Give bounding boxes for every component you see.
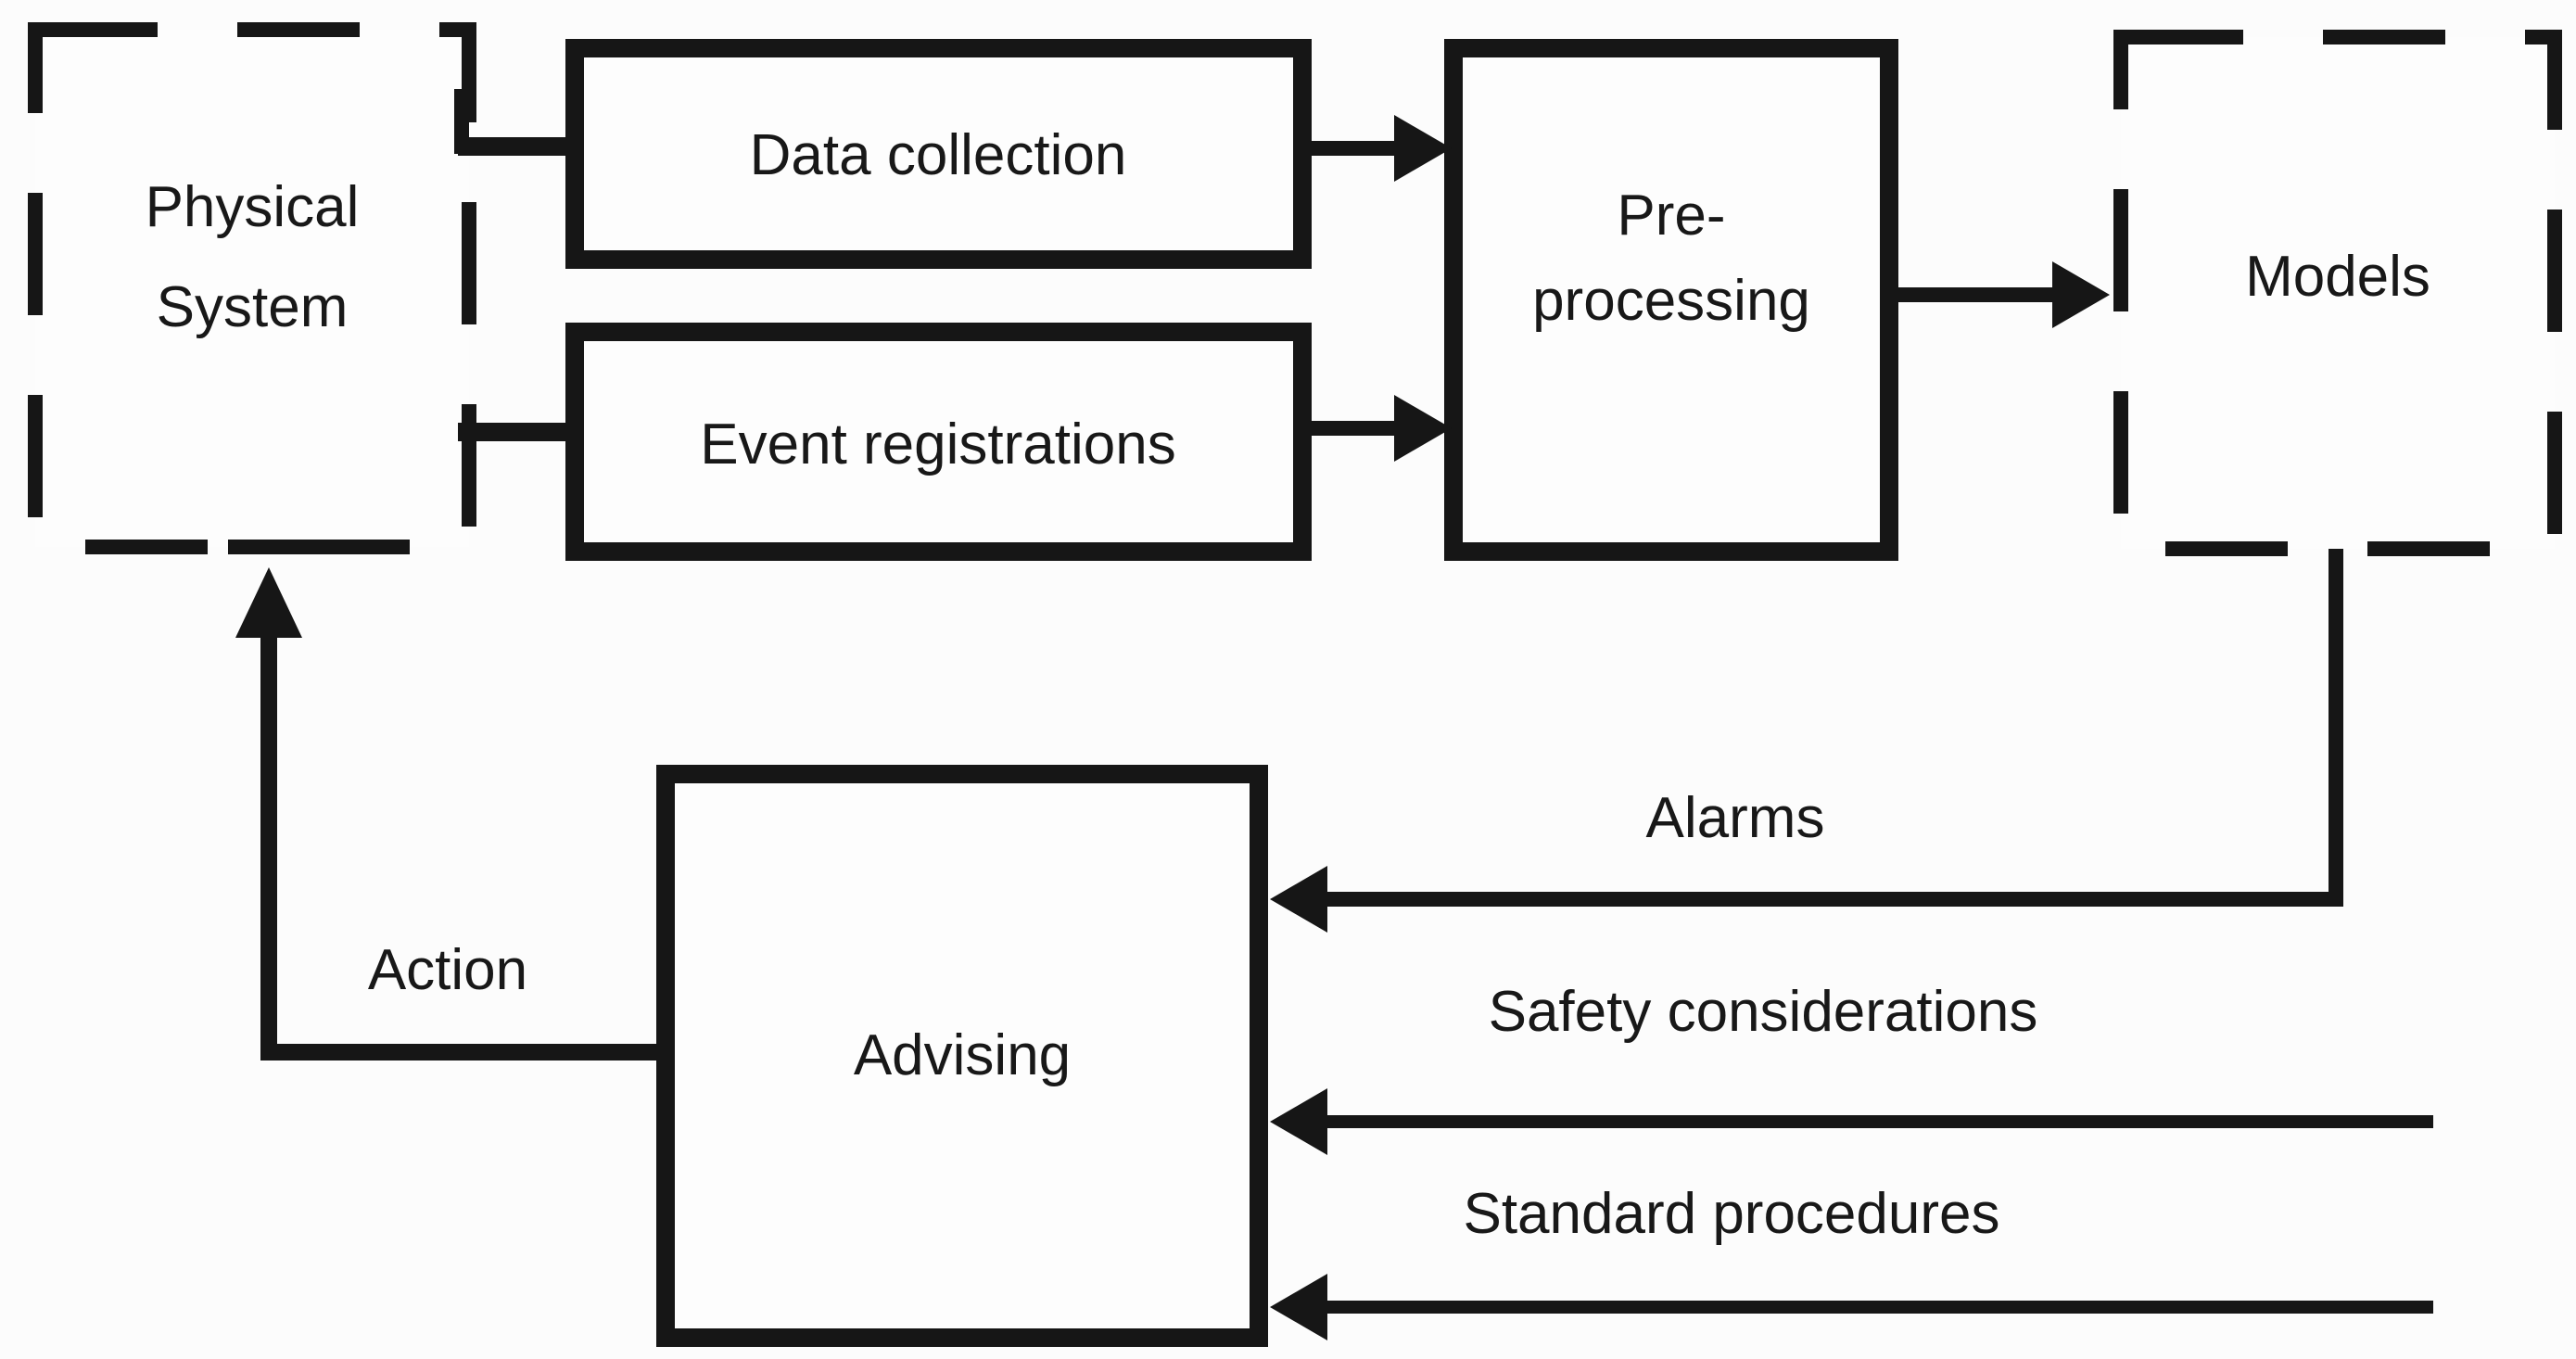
arrowhead-alarms [1270,866,1327,933]
arrowhead-action [235,567,302,638]
physical-system-border-dash [228,540,310,554]
models-box [2113,30,2562,556]
physical-system-border-tick [454,89,469,154]
arrowhead-standard [1270,1274,1327,1340]
pre-processing-label-line1: Pre- [1617,184,1725,248]
data-collection-box [565,39,1312,269]
safety-considerations-edge-label: Safety considerations [1489,980,2038,1044]
models-label: Models [2245,245,2430,309]
physical-system-box [28,22,476,554]
data-collection-label: Data collection [750,123,1127,187]
edge-advising-to-physical [260,630,666,1061]
physical-system-label-line1: Physical [146,175,360,239]
edge-models-to-advising [1320,549,2343,907]
action-edge-label: Action [368,938,527,1002]
standard-procedures-edge-label: Standard procedures [1463,1182,1999,1246]
arrowhead-safety [1270,1088,1327,1155]
event-registrations-label: Event registrations [700,413,1175,476]
pre-processing-label-line2: processing [1532,269,1810,333]
alarms-edge-label: Alarms [1646,786,1825,850]
event-registrations-box [565,323,1312,561]
arrowhead-data-to-pre [1394,115,1452,182]
arrowhead-event-to-pre [1394,395,1452,462]
advising-label: Advising [854,1023,1071,1087]
pre-processing-box [1444,39,1898,561]
advising-box [656,765,1268,1347]
arrowhead-pre-to-models [2052,261,2110,328]
physical-system-label-line2: System [157,275,349,339]
